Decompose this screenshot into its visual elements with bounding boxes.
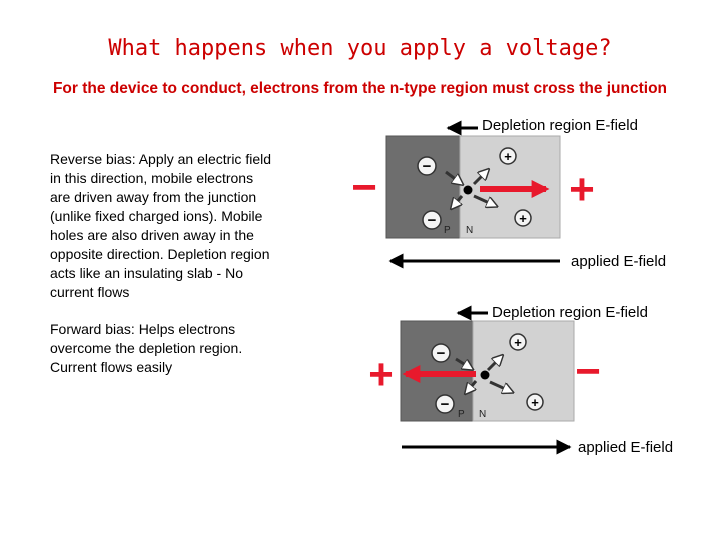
forward-right-terminal: − bbox=[575, 347, 601, 396]
reverse-right-terminal: + bbox=[569, 165, 595, 214]
svg-text:+: + bbox=[519, 211, 527, 226]
reverse-positive-ion-2: + bbox=[515, 210, 531, 226]
reverse-bias-diagram: P N − − + + − + bbox=[351, 128, 595, 261]
forward-p-label: P bbox=[458, 409, 465, 420]
forward-n-label: N bbox=[479, 409, 486, 420]
svg-text:+: + bbox=[514, 335, 522, 350]
svg-text:−: − bbox=[441, 396, 450, 413]
forward-negative-ion-1: − bbox=[432, 344, 450, 362]
svg-text:+: + bbox=[531, 395, 539, 410]
reverse-positive-ion-1: + bbox=[500, 148, 516, 164]
reverse-p-label: P bbox=[444, 225, 451, 236]
forward-positive-ion-1: + bbox=[510, 334, 526, 350]
reverse-negative-ion-2: − bbox=[423, 211, 441, 229]
svg-text:−: − bbox=[428, 212, 437, 229]
svg-text:−: − bbox=[423, 158, 432, 175]
forward-electron-dot bbox=[481, 371, 490, 380]
reverse-n-label: N bbox=[466, 225, 473, 236]
svg-text:+: + bbox=[504, 149, 512, 164]
forward-bias-diagram: P N − − + + + − bbox=[368, 313, 601, 447]
reverse-left-terminal: − bbox=[351, 163, 377, 212]
forward-left-terminal: + bbox=[368, 350, 394, 399]
svg-text:−: − bbox=[437, 345, 446, 362]
reverse-electron-dot bbox=[464, 186, 473, 195]
forward-positive-ion-2: + bbox=[527, 394, 543, 410]
reverse-negative-ion-1: − bbox=[418, 157, 436, 175]
forward-negative-ion-2: − bbox=[436, 395, 454, 413]
